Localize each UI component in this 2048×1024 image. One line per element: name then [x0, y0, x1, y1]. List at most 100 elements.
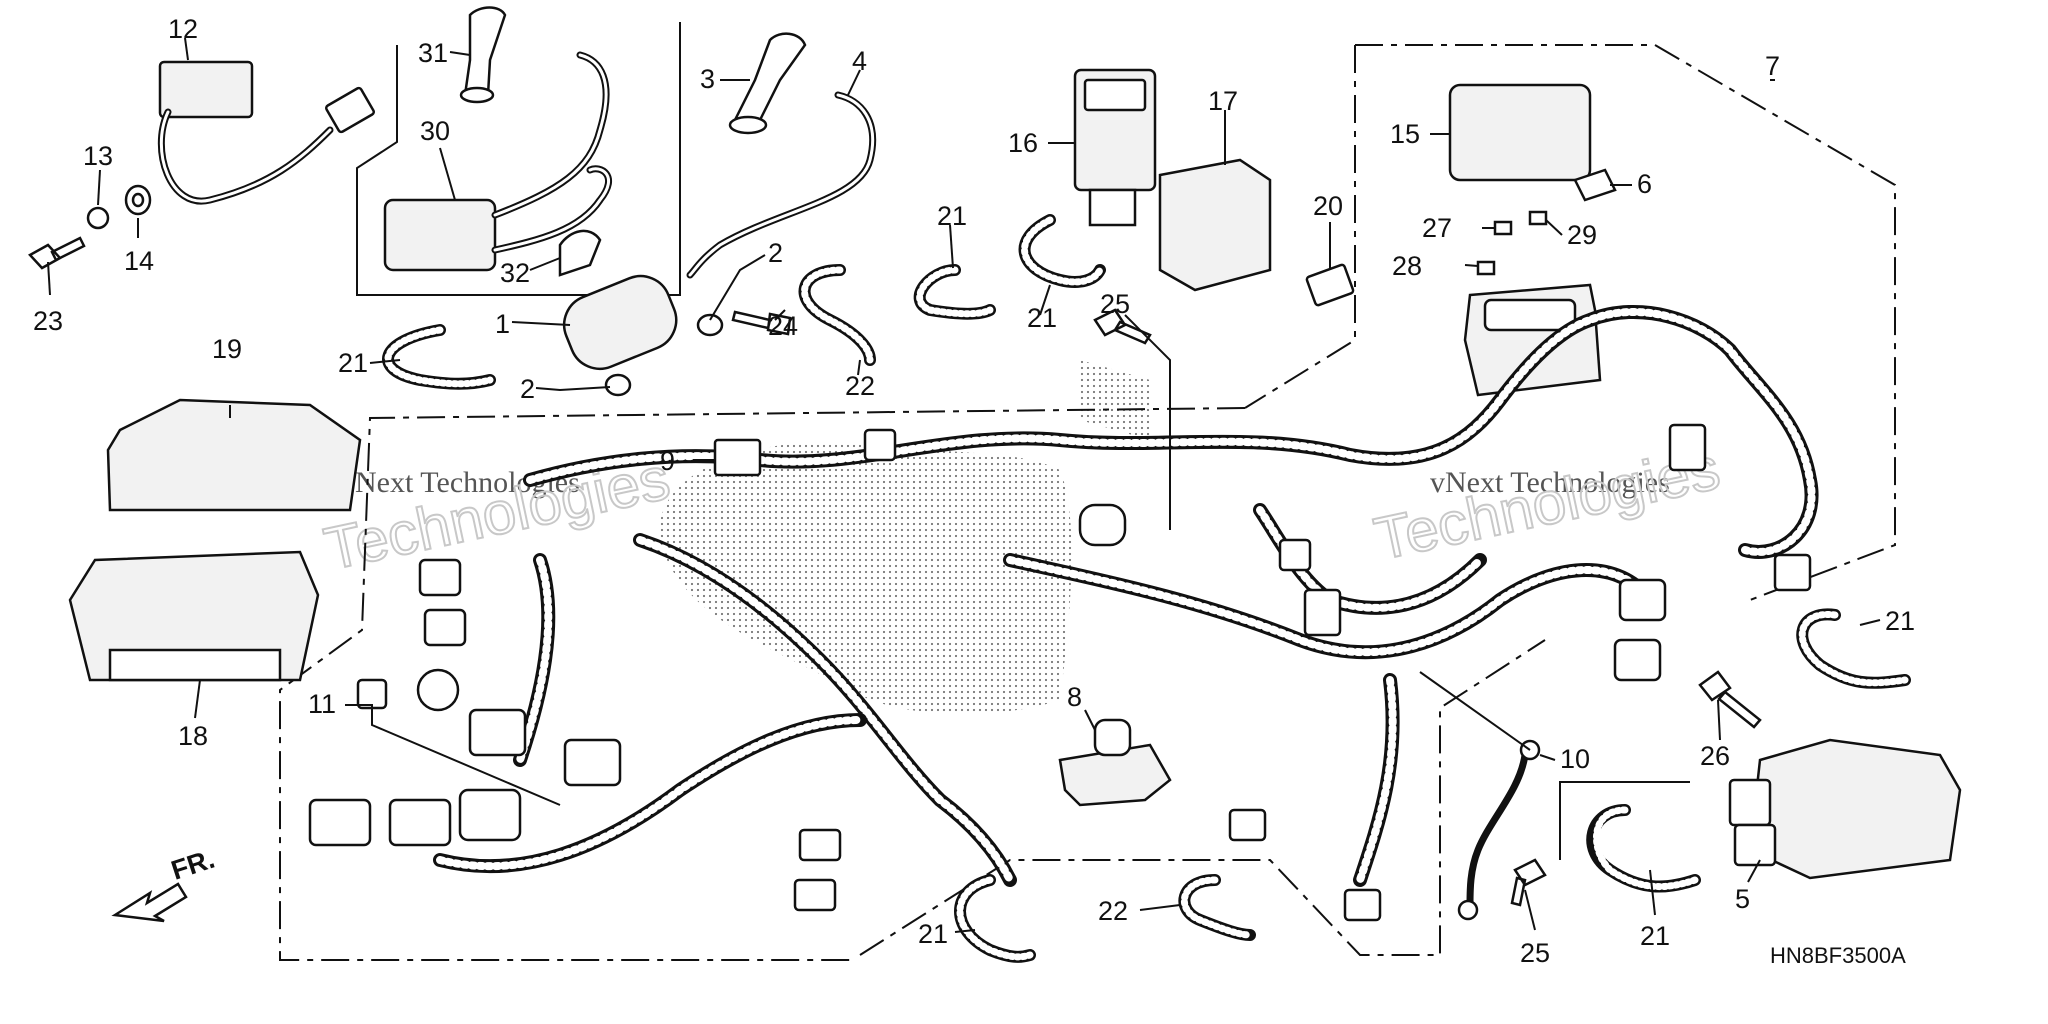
callout-21-d: 21 — [1885, 606, 1915, 636]
callout-13: 13 — [83, 141, 113, 171]
connector-lower-1 — [1228, 808, 1267, 842]
callout-22-a: 22 — [845, 371, 875, 401]
callout-2-upper: 2 — [768, 238, 783, 268]
callout-16: 16 — [1008, 128, 1038, 158]
callout-19: 19 — [212, 334, 242, 364]
ignition-coil-part-30 — [383, 198, 497, 272]
callout-2-lower: 2 — [520, 374, 535, 404]
connector-front-2 — [388, 798, 452, 847]
connector-right-1 — [1618, 578, 1667, 622]
grommet-part-13 — [86, 206, 110, 230]
callout-31: 31 — [418, 38, 448, 68]
callout-11: 11 — [308, 689, 336, 719]
connector-mid-2 — [798, 828, 842, 862]
plug-cap-part-3 — [732, 32, 807, 122]
washer-part-2-lower — [604, 373, 632, 397]
module-part-5 — [1748, 738, 1962, 880]
callout-4: 4 — [852, 46, 867, 76]
callout-21-b: 21 — [937, 201, 967, 231]
connector-mid-3 — [793, 878, 837, 912]
bracket-part-20 — [1305, 263, 1355, 307]
callout-20: 20 — [1313, 191, 1343, 221]
fuse-box-cover-part-15 — [1448, 83, 1592, 182]
connector-mid-1 — [563, 738, 622, 787]
washer-part-2-upper — [696, 313, 724, 337]
connector-upper-1 — [863, 428, 897, 462]
plug-cap-part-31 — [463, 6, 507, 97]
fuse-part-27 — [1493, 220, 1513, 236]
callout-24: 24 — [768, 311, 798, 341]
callout-27: 27 — [1422, 213, 1452, 243]
relay-12-connector — [325, 86, 375, 134]
ecu-part-18 — [68, 550, 320, 682]
callout-9: 9 — [660, 446, 675, 476]
callout-32: 32 — [500, 258, 530, 288]
stipple-zone-main — [659, 441, 1072, 714]
connector-front-3 — [458, 788, 522, 842]
connector-upper-2 — [1278, 538, 1312, 572]
part-callouts: 1 2 2 3 4 5 6 7 8 9 10 11 12 13 14 15 16… — [33, 14, 1915, 968]
front-label: FR. — [168, 844, 219, 886]
connector-sensor — [1078, 503, 1127, 547]
frame-fuse-box-group — [1355, 44, 1896, 601]
callout-21-f: 21 — [918, 919, 948, 949]
strap-part-22-a — [798, 264, 876, 366]
cap-part-11 — [356, 678, 388, 710]
watermark-right: vNext Technologies — [1430, 466, 1670, 499]
connector-front-1 — [308, 798, 372, 847]
connector-left-3 — [468, 708, 527, 757]
bolt-part-26 — [1698, 670, 1762, 729]
connector-center — [1303, 588, 1342, 637]
bolt-part-25-lower — [1510, 858, 1547, 907]
callout-28: 28 — [1392, 251, 1422, 281]
fuse-part-28 — [1476, 260, 1496, 276]
callout-30: 30 — [420, 116, 450, 146]
fuel-pump-part-1 — [562, 274, 678, 371]
bolt-part-24 — [731, 310, 792, 336]
frame-harness-bottom — [859, 639, 1546, 956]
connector-right-4 — [1668, 423, 1707, 472]
leader-lines — [47, 37, 1881, 933]
connector-right-3 — [1773, 553, 1812, 592]
front-direction-arrow: FR. — [111, 844, 219, 923]
relay-box-part-17 — [1158, 158, 1272, 292]
strap-part-21-e — [1586, 804, 1701, 893]
relay-part-9 — [713, 438, 762, 477]
fuse-part-6 — [1573, 168, 1617, 202]
callout-22-b: 22 — [1098, 896, 1128, 926]
diagram-reference-code: HN8BF3500A — [1770, 943, 1906, 968]
callout-8: 8 — [1067, 682, 1082, 712]
socket-part-8 — [1058, 743, 1172, 807]
ecu-cover-part-19 — [106, 398, 362, 512]
bolt-part-23 — [28, 236, 86, 270]
frame-harness-main — [279, 407, 1246, 961]
callout-21-c: 21 — [1027, 303, 1057, 333]
callout-26: 26 — [1700, 741, 1730, 771]
callout-15: 15 — [1390, 119, 1420, 149]
stipple-zone-upper — [1080, 360, 1150, 440]
ground-wire-part-10 — [1466, 751, 1529, 909]
callout-3: 3 — [700, 64, 715, 94]
plug-cap-part-32 — [558, 229, 602, 277]
callout-25-upper: 25 — [1100, 289, 1130, 319]
callout-23: 23 — [33, 306, 63, 336]
callout-14: 14 — [124, 246, 154, 276]
callout-29: 29 — [1567, 220, 1597, 250]
relay-part-12 — [158, 60, 254, 119]
fuse-part-29 — [1528, 210, 1548, 226]
callout-1: 1 — [495, 309, 510, 339]
callout-10: 10 — [1560, 744, 1590, 774]
callout-25-lower: 25 — [1520, 938, 1550, 968]
callout-21-a: 21 — [338, 348, 368, 378]
callout-17: 17 — [1208, 86, 1238, 116]
frame-strap-box — [1559, 781, 1690, 860]
callout-5: 5 — [1735, 884, 1750, 914]
connector-lower-2 — [1343, 888, 1382, 922]
callout-7: 7 — [1765, 51, 1780, 81]
callout-6: 6 — [1637, 169, 1652, 199]
main-wire-harness — [433, 305, 1819, 887]
connector-left-round — [416, 668, 460, 712]
connector-left-1 — [418, 558, 462, 597]
callout-21-e: 21 — [1640, 921, 1670, 951]
